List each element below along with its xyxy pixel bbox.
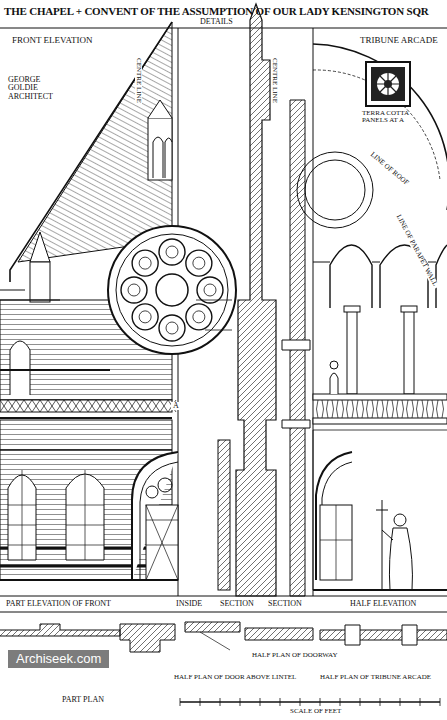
scale-tick xyxy=(300,698,301,706)
foil-circle xyxy=(204,284,216,296)
lattice-stroke xyxy=(16,400,24,412)
scale-tick xyxy=(280,698,281,706)
baluster xyxy=(347,400,354,418)
foil-circle xyxy=(197,277,223,303)
foil-circle xyxy=(166,246,178,258)
drawing-label: A xyxy=(171,402,181,410)
drawing-label: FRONT ELEVATION xyxy=(10,36,94,45)
baluster xyxy=(327,400,334,418)
scale-tick xyxy=(400,698,401,706)
lattice-stroke xyxy=(32,400,40,412)
baluster xyxy=(377,400,384,418)
scale-tick xyxy=(220,698,221,706)
drawing-label: SCALE OF FEET xyxy=(290,708,341,715)
scale-tick xyxy=(260,698,261,706)
lattice-stroke xyxy=(144,400,152,412)
foil-circle xyxy=(186,304,212,330)
scale-tick xyxy=(360,698,361,706)
lattice-stroke xyxy=(136,400,144,412)
foil-circle xyxy=(132,304,158,330)
lattice-stroke xyxy=(160,400,168,412)
watermark: Archiseek.com xyxy=(8,650,109,668)
baluster xyxy=(407,400,414,418)
lattice-stroke xyxy=(24,400,32,412)
foil-circle xyxy=(139,257,151,269)
lattice-stroke xyxy=(104,400,112,412)
drawing-label: INSIDE xyxy=(176,600,202,608)
baluster xyxy=(357,400,364,418)
lattice-stroke xyxy=(40,400,48,412)
scale-tick xyxy=(320,698,321,706)
foil-circle xyxy=(186,250,212,276)
foil-circle xyxy=(159,315,185,341)
lattice-stroke xyxy=(96,400,104,412)
drawing-label: CENTRE LINE xyxy=(271,56,278,105)
lattice-stroke xyxy=(48,400,56,412)
lattice-stroke xyxy=(152,400,160,412)
lattice-stroke xyxy=(0,400,8,412)
drawing-label: SECTION xyxy=(220,600,254,608)
drawing-label: CENTRE LINE xyxy=(135,56,142,105)
foil-circle xyxy=(132,250,158,276)
lattice-stroke xyxy=(64,400,72,412)
lattice-stroke xyxy=(88,400,96,412)
scale-tick xyxy=(180,698,181,706)
lattice-stroke xyxy=(120,400,128,412)
foil-circle xyxy=(193,311,205,323)
scale-tick xyxy=(340,698,341,706)
foil-circle xyxy=(139,311,151,323)
drawing-label: HALF PLAN OF DOORWAY xyxy=(250,652,340,659)
scale-tick xyxy=(420,698,421,706)
foil-circle xyxy=(159,239,185,265)
scale-tick xyxy=(240,698,241,706)
drawing-title: THE CHAPEL + CONVENT OF THE ASSUMPTION O… xyxy=(4,6,428,18)
drawing-label: DETAILS xyxy=(200,18,233,26)
drawing-label: HALF ELEVATION xyxy=(350,600,416,608)
baluster xyxy=(437,400,444,418)
lattice-stroke xyxy=(112,400,120,412)
foil-circle xyxy=(121,277,147,303)
drawing-label: HALF PLAN OF TRIBUNE ARCADE xyxy=(320,674,431,681)
drawing-label: HALF PLAN OF DOOR ABOVE LINTEL xyxy=(174,674,296,681)
baluster xyxy=(387,400,394,418)
drawing-label: PART ELEVATION OF FRONT xyxy=(6,600,111,608)
scale-tick xyxy=(440,698,441,706)
lattice-stroke xyxy=(128,400,136,412)
baluster xyxy=(337,400,344,418)
baluster xyxy=(317,400,324,418)
lattice-stroke xyxy=(8,400,16,412)
lattice-stroke xyxy=(72,400,80,412)
drawing-label: LINE OF ROOF xyxy=(367,150,411,188)
foil-circle xyxy=(166,322,178,334)
baluster xyxy=(397,400,404,418)
baluster xyxy=(367,400,374,418)
drawing-label: PART PLAN xyxy=(62,696,104,704)
drawing-label: LINE OF PARAPET WALL xyxy=(394,212,440,289)
foil-circle xyxy=(128,284,140,296)
drawing-label: GEORGE GOLDIE ARCHITECT xyxy=(6,76,72,101)
baluster xyxy=(427,400,434,418)
drawing-label: TERRA COTTA PANELS AT A xyxy=(362,110,422,125)
drawing-label: SECTION xyxy=(268,600,302,608)
scale-bar xyxy=(180,701,440,703)
drawing-label: TRIBUNE ARCADE xyxy=(360,36,438,45)
foil-circle xyxy=(193,257,205,269)
scale-tick xyxy=(200,698,201,706)
lattice-stroke xyxy=(56,400,64,412)
lattice-stroke xyxy=(80,400,88,412)
baluster xyxy=(417,400,424,418)
scale-tick xyxy=(380,698,381,706)
